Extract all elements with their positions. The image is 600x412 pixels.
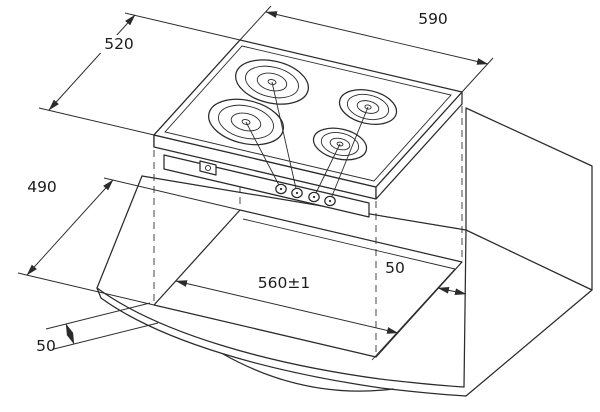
- knob-burner-leaders: [245, 81, 369, 202]
- countertop: [96, 107, 593, 397]
- igniter-box: [199, 160, 217, 176]
- front-clearance-label: 50: [36, 337, 56, 355]
- dimension-hob-depth: 520: [38, 12, 241, 136]
- dimension-cutout-width: 560±1: [175, 274, 399, 334]
- worktop-cutout: [153, 209, 463, 361]
- cutout-width-label: 560±1: [258, 274, 310, 292]
- dimension-front-clearance: 50: [36, 302, 159, 355]
- cutout-right-wall: [371, 268, 456, 361]
- projection-lines: [153, 106, 463, 355]
- hob-depth-label: 520: [104, 35, 134, 53]
- worktop-right-edge: [463, 229, 467, 388]
- cutout-depth-label: 490: [27, 178, 57, 196]
- label-backplate: [97, 35, 141, 53]
- hob-glass-inner-border: [164, 45, 452, 182]
- hob: [153, 39, 463, 218]
- front-apron-curve: [222, 353, 394, 392]
- hob-width-label: 590: [418, 10, 448, 28]
- cutout-back-wall: [242, 218, 456, 270]
- dimension-hob-width: 590: [239, 5, 494, 93]
- worktop-front-edge-upper: [96, 287, 465, 388]
- side-panel: [465, 107, 593, 291]
- cutout-outline: [153, 209, 463, 358]
- right-clearance-label: 50: [385, 259, 405, 277]
- control-knobs: [275, 183, 336, 207]
- worktop-left-edge: [96, 175, 143, 289]
- dimension-right-clearance: 50: [385, 259, 467, 296]
- dimension-cutout-depth: 490: [17, 177, 241, 306]
- worktop-back-edge: [141, 175, 467, 231]
- hob-glass-top: [153, 39, 463, 188]
- worktop-front-edge-lower: [100, 297, 467, 397]
